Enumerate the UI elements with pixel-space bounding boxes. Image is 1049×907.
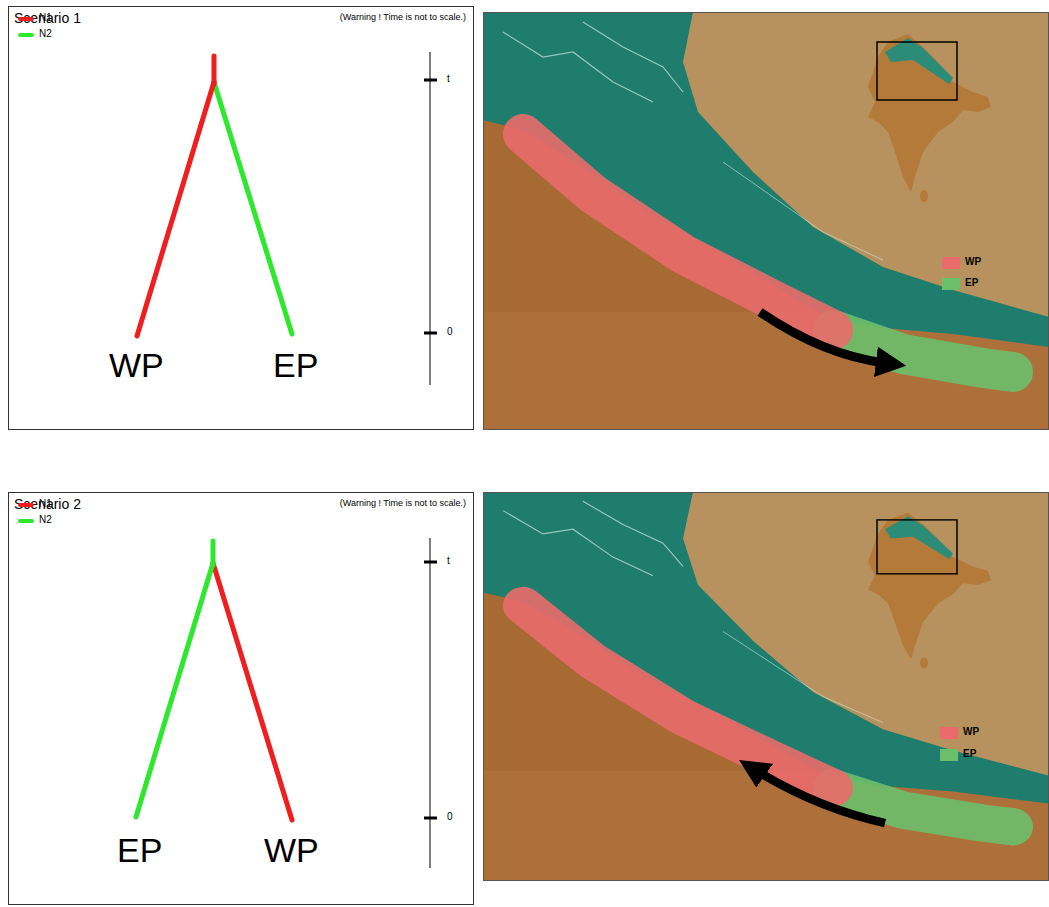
population-label: EP bbox=[273, 346, 318, 385]
map-frame bbox=[484, 13, 1049, 430]
tree-branch bbox=[214, 82, 292, 334]
tree-branch bbox=[137, 82, 214, 336]
phylogeny-tree bbox=[137, 52, 437, 385]
panel-note: (Warning ! Time is not to scale.) bbox=[340, 12, 466, 22]
legend-text: WP bbox=[963, 726, 979, 738]
axis-tick bbox=[424, 79, 437, 82]
legend-line bbox=[18, 503, 34, 507]
population-label: WP bbox=[109, 346, 164, 385]
legend-swatch bbox=[942, 257, 960, 269]
legend-line bbox=[18, 33, 34, 37]
tree-branch bbox=[213, 563, 292, 820]
axis-tick bbox=[424, 817, 437, 820]
axis-label: 0 bbox=[447, 326, 453, 338]
axis-label: 0 bbox=[447, 811, 453, 823]
scenario-panel: Scenario 1(Warning ! Time is not to scal… bbox=[8, 6, 474, 430]
legend-swatch bbox=[942, 278, 960, 290]
axis-tick bbox=[424, 561, 437, 564]
population-label: EP bbox=[117, 831, 162, 870]
legend-line bbox=[18, 17, 34, 21]
legend-text: N2 bbox=[39, 28, 52, 40]
legend-text: N1 bbox=[39, 12, 52, 24]
terrain bbox=[483, 12, 1049, 430]
axis-label: t bbox=[447, 555, 450, 567]
axis-label: t bbox=[447, 73, 450, 85]
legend-text: EP bbox=[963, 748, 976, 760]
tree-branch bbox=[136, 563, 213, 817]
dispersal-arrow bbox=[760, 312, 885, 363]
axis-tick bbox=[424, 332, 437, 335]
phylogeny-tree bbox=[136, 538, 437, 868]
time-axis bbox=[430, 52, 431, 385]
population-label: WP bbox=[264, 831, 319, 870]
legend-line bbox=[18, 519, 34, 523]
legend-text: WP bbox=[965, 256, 981, 268]
terrain bbox=[483, 492, 1049, 881]
legend-swatch bbox=[940, 727, 958, 739]
scenario-panel: Scenario 2(Warning ! Time is not to scal… bbox=[8, 492, 474, 905]
legend-text: EP bbox=[965, 277, 978, 289]
panel-note: (Warning ! Time is not to scale.) bbox=[340, 498, 466, 508]
relief-map bbox=[483, 492, 1049, 881]
map-frame bbox=[484, 493, 1049, 881]
dispersal-arrow bbox=[757, 771, 885, 823]
legend-text: N2 bbox=[39, 514, 52, 526]
legend-swatch bbox=[940, 749, 958, 761]
legend-text: N1 bbox=[39, 498, 52, 510]
relief-map bbox=[483, 12, 1049, 430]
